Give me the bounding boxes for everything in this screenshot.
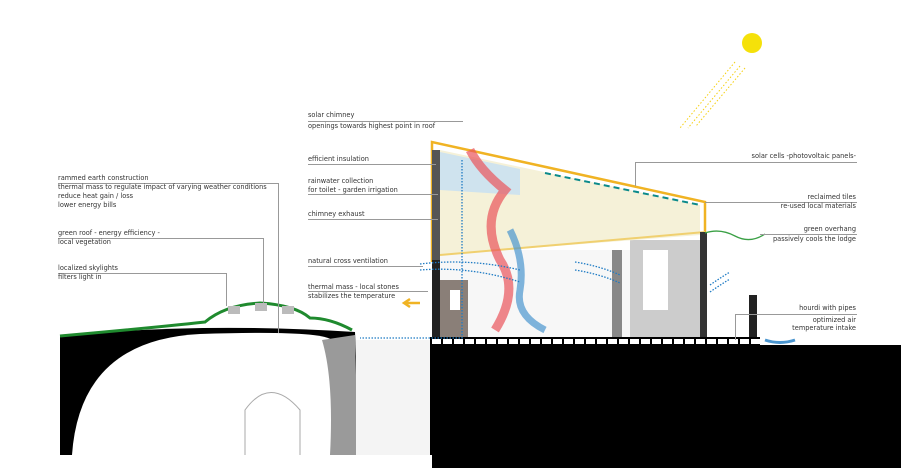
hourdi-block — [542, 339, 551, 344]
solar-panels — [544, 172, 701, 206]
sun-rays — [679, 61, 746, 129]
dome-interior — [72, 332, 332, 455]
interior-pillar — [612, 250, 622, 338]
leader-line — [760, 234, 857, 235]
intake-air-flow — [764, 338, 796, 344]
hourdi-block — [476, 339, 485, 344]
label-solar-chimney: solar chimney — [308, 111, 355, 119]
right-wall — [700, 232, 707, 340]
hourdi-block — [553, 339, 562, 344]
hourdi-block — [718, 339, 727, 344]
label-green-overhang-desc: passively cools the lodge — [773, 235, 856, 243]
roof-underside — [439, 231, 706, 256]
leader-line — [58, 273, 226, 274]
outer-stone-stack — [749, 295, 757, 340]
hourdi-block — [564, 339, 573, 344]
label-green-overhang: green overhang — [803, 225, 856, 233]
interior-door — [643, 250, 668, 310]
dome-wall — [322, 335, 358, 455]
label-cross-ventilation: natural cross ventilation — [308, 257, 388, 265]
label-reclaimed-tiles: reclaimed tiles — [807, 193, 856, 201]
leader-line — [58, 183, 278, 184]
hourdi-block — [641, 339, 650, 344]
label-green-roof: green roof - energy efficiency - — [58, 229, 160, 237]
hourdi-block — [663, 339, 672, 344]
hourdi-block — [729, 339, 738, 344]
ground-right — [430, 345, 901, 468]
hourdi-block — [608, 339, 617, 344]
hourdi-block — [443, 339, 452, 344]
leader-line — [735, 314, 736, 340]
hourdi-block — [740, 339, 749, 344]
label-skylights: localized skylights — [58, 264, 118, 272]
label-efficient-insulation: efficient insulation — [308, 155, 369, 163]
left-wall-stones — [432, 260, 440, 338]
cool-air-flow — [506, 228, 547, 334]
label-hourdi-1: optimized air — [812, 316, 856, 324]
green-overhang — [704, 230, 766, 241]
hourdi-block — [575, 339, 584, 344]
hourdi-block — [586, 339, 595, 344]
label-rammed-earth: rammed earth construction — [58, 174, 149, 182]
heat-out-arrow — [401, 297, 420, 309]
left-wall — [432, 150, 440, 340]
label-rammed-earth-1: thermal mass to regulate impact of varyi… — [58, 183, 267, 191]
hourdi-block — [751, 339, 760, 344]
leader-line — [263, 238, 264, 303]
label-rammed-earth-3: lower energy bills — [58, 201, 117, 209]
leader-line — [308, 291, 428, 292]
skylights — [228, 303, 294, 314]
label-green-roof-desc: local vegetation — [58, 238, 111, 246]
hourdi-block — [696, 339, 705, 344]
sun-icon — [742, 33, 762, 53]
hourdi-block — [707, 339, 716, 344]
leader-line — [705, 202, 857, 203]
leader-line — [226, 273, 227, 306]
label-hourdi: hourdi with pipes — [799, 304, 856, 312]
hourdi-block — [498, 339, 507, 344]
label-rammed-earth-2: reduce heat gain / loss — [58, 192, 134, 200]
hourdi-blocks — [432, 339, 760, 344]
leader-line — [58, 238, 263, 239]
label-thermal-mass: thermal mass - local stones — [308, 283, 399, 291]
hourdi-block — [531, 339, 540, 344]
leader-line — [308, 194, 438, 195]
hourdi-block — [509, 339, 518, 344]
leader-line — [308, 266, 423, 267]
hourdi-block — [465, 339, 474, 344]
hourdi-block — [685, 339, 694, 344]
hourdi-block — [432, 339, 441, 344]
dome-inner-arch — [244, 392, 301, 455]
label-skylights-desc: filters light in — [58, 273, 102, 281]
label-rainwater: rainwater collection — [308, 177, 374, 185]
hourdi-block — [487, 339, 496, 344]
leader-line — [308, 164, 436, 165]
hourdi-block — [520, 339, 529, 344]
label-thermal-mass-desc: stabilizes the temperature — [308, 292, 396, 300]
leader-line — [308, 219, 438, 220]
label-reclaimed-tiles-desc: re-used local materials — [780, 202, 856, 210]
hourdi-block — [454, 339, 463, 344]
ground-bottom — [60, 455, 432, 468]
hourdi-block — [652, 339, 661, 344]
hourdi-block — [674, 339, 683, 344]
label-rainwater-desc: for toilet - garden irrigation — [308, 186, 398, 194]
label-chimney-exhaust: chimney exhaust — [308, 210, 365, 218]
hourdi-block — [597, 339, 606, 344]
ventilation-lines — [360, 160, 731, 339]
label-solar-chimney-desc: openings towards highest point in roof — [308, 122, 436, 130]
label-solar-cells: solar cells -photovoltaic panels- — [751, 152, 856, 160]
wall-window — [450, 290, 460, 310]
leader-line — [635, 162, 636, 186]
leader-line — [735, 314, 857, 315]
hourdi-block — [619, 339, 628, 344]
hot-air-flow — [465, 147, 514, 333]
leader-line — [308, 121, 463, 122]
hourdi-block — [630, 339, 639, 344]
leader-line — [635, 162, 857, 163]
leader-line — [278, 183, 279, 333]
label-hourdi-2: temperature intake — [792, 324, 856, 332]
green-roof — [59, 301, 353, 338]
stair-area — [356, 340, 432, 455]
